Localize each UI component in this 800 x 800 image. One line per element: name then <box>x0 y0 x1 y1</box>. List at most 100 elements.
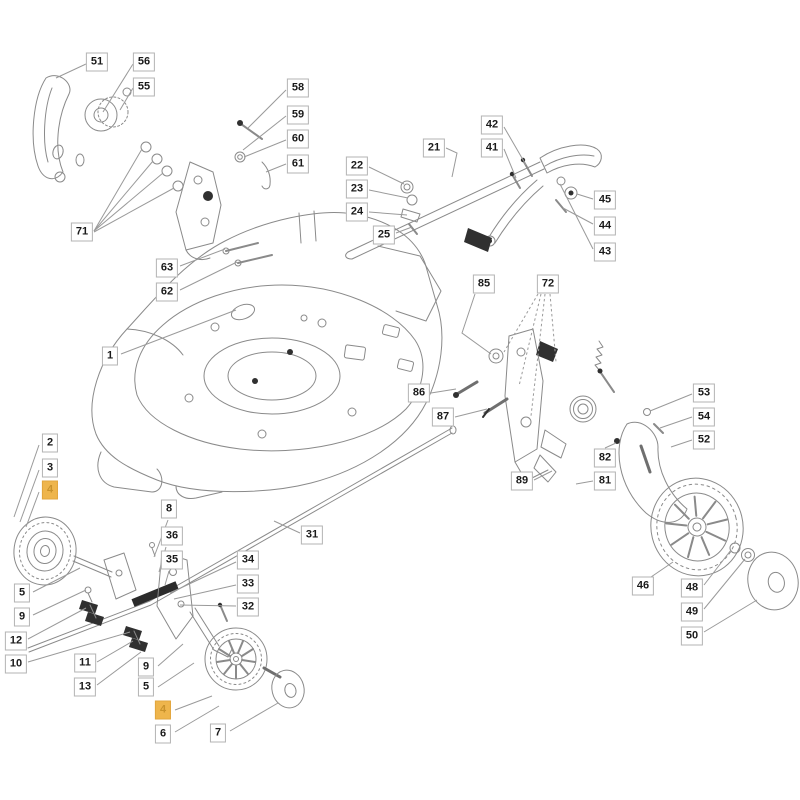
part-label-41[interactable]: 41 <box>480 138 504 158</box>
leader-line-13 <box>96 651 142 686</box>
part-label-42[interactable]: 42 <box>480 115 504 135</box>
part-label-59[interactable]: 59 <box>286 105 310 125</box>
part-label-12[interactable]: 12 <box>4 631 28 651</box>
part-label-43[interactable]: 43 <box>593 242 617 262</box>
part-label-44[interactable]: 44 <box>593 216 617 236</box>
part-label-35[interactable]: 35 <box>160 550 184 570</box>
part-label-62[interactable]: 62 <box>155 282 179 302</box>
part-label-51[interactable]: 51 <box>85 52 109 72</box>
leader-line-50 <box>703 599 758 633</box>
leader-line-5 <box>32 567 81 593</box>
leader-lines <box>13 63 758 733</box>
leader-line-56 <box>102 63 134 113</box>
part-label-45[interactable]: 45 <box>593 190 617 210</box>
rear-wheel-hardware <box>729 542 799 611</box>
part-label-58[interactable]: 58 <box>286 78 310 98</box>
leader-line-62 <box>179 261 238 291</box>
leader-line-61 <box>265 163 287 173</box>
leader-line-4 <box>174 695 213 711</box>
part-label-61[interactable]: 61 <box>286 154 310 174</box>
leader-line-31 <box>273 520 301 534</box>
part-label-85[interactable]: 85 <box>472 274 496 294</box>
leader-line-55 <box>119 87 134 111</box>
part-label-33[interactable]: 33 <box>236 574 260 594</box>
leader-line-43 <box>559 183 594 250</box>
part-label-8[interactable]: 8 <box>160 499 178 519</box>
leader-line-63 <box>179 248 226 267</box>
part-label-55[interactable]: 55 <box>132 77 156 97</box>
part-label-72[interactable]: 72 <box>536 274 560 294</box>
part-label-36[interactable]: 36 <box>160 526 184 546</box>
hardware-58-61 <box>234 120 271 190</box>
part-label-53[interactable]: 53 <box>692 383 716 403</box>
leader-line-51 <box>55 63 87 79</box>
part-label-25[interactable]: 25 <box>372 225 396 245</box>
mower-deck <box>91 210 443 499</box>
part-label-89[interactable]: 89 <box>510 471 534 491</box>
part-label-6[interactable]: 6 <box>154 724 172 744</box>
leader-line-48 <box>703 549 732 586</box>
part-label-31[interactable]: 31 <box>300 525 324 545</box>
leader-line-9 <box>157 643 184 667</box>
leader-line-2 <box>13 444 40 518</box>
part-label-24[interactable]: 24 <box>345 202 369 222</box>
part-label-7[interactable]: 7 <box>209 723 227 743</box>
leader-line-7 <box>229 702 279 732</box>
leader-line-24 <box>368 211 408 216</box>
part-label-48[interactable]: 48 <box>680 578 704 598</box>
leader-line-32 <box>179 604 237 607</box>
part-label-86[interactable]: 86 <box>407 383 431 403</box>
part-label-5[interactable]: 5 <box>13 583 31 603</box>
leader-line-60 <box>243 139 287 158</box>
leader-line-54 <box>659 416 693 429</box>
height-adjuster-assembly <box>453 328 620 483</box>
part-label-60[interactable]: 60 <box>286 129 310 149</box>
leader-line-44 <box>562 207 594 225</box>
part-label-2[interactable]: 2 <box>41 433 59 453</box>
part-label-4-highlighted[interactable]: 4 <box>41 480 59 500</box>
part-label-32[interactable]: 32 <box>236 597 260 617</box>
leader-line-49 <box>703 558 746 610</box>
part-label-49[interactable]: 49 <box>680 602 704 622</box>
part-label-21[interactable]: 21 <box>422 138 446 158</box>
part-label-82[interactable]: 82 <box>593 448 617 468</box>
part-label-46[interactable]: 46 <box>631 576 655 596</box>
part-label-22[interactable]: 22 <box>345 156 369 176</box>
part-label-4-highlighted[interactable]: 4 <box>154 700 172 720</box>
leader-line-34 <box>169 561 237 594</box>
part-label-87[interactable]: 87 <box>431 407 455 427</box>
part-label-3[interactable]: 3 <box>41 458 59 478</box>
part-label-81[interactable]: 81 <box>593 471 617 491</box>
part-label-54[interactable]: 54 <box>692 407 716 427</box>
part-label-23[interactable]: 23 <box>345 179 369 199</box>
leader-line-71 <box>93 187 175 233</box>
part-label-34[interactable]: 34 <box>236 550 260 570</box>
part-label-50[interactable]: 50 <box>680 626 704 646</box>
leader-line-52 <box>670 439 693 448</box>
spring-clip-1 <box>79 600 104 626</box>
leader-line-46 <box>650 561 674 578</box>
leader-line-4 <box>25 491 40 528</box>
rear-wheel-bracket <box>618 408 688 523</box>
part-label-10[interactable]: 10 <box>4 654 28 674</box>
leader-line-1 <box>120 309 237 355</box>
part-label-5[interactable]: 5 <box>137 677 155 697</box>
part-label-63[interactable]: 63 <box>155 258 179 278</box>
leader-line-23 <box>368 189 409 199</box>
part-label-9[interactable]: 9 <box>13 607 31 627</box>
front-axle-hardware <box>72 552 148 652</box>
leader-line-72 <box>518 293 542 387</box>
part-label-1[interactable]: 1 <box>101 346 119 366</box>
leader-line-10 <box>27 631 131 663</box>
part-label-52[interactable]: 52 <box>692 430 716 450</box>
part-label-9[interactable]: 9 <box>137 657 155 677</box>
leader-line-71 <box>93 172 164 232</box>
clips-22-25 <box>400 180 421 235</box>
leader-line-45 <box>576 193 594 200</box>
part-label-56[interactable]: 56 <box>132 52 156 72</box>
part-label-13[interactable]: 13 <box>73 677 97 697</box>
part-label-71[interactable]: 71 <box>70 222 94 242</box>
leader-line-21 <box>445 147 458 178</box>
part-label-11[interactable]: 11 <box>74 653 96 673</box>
